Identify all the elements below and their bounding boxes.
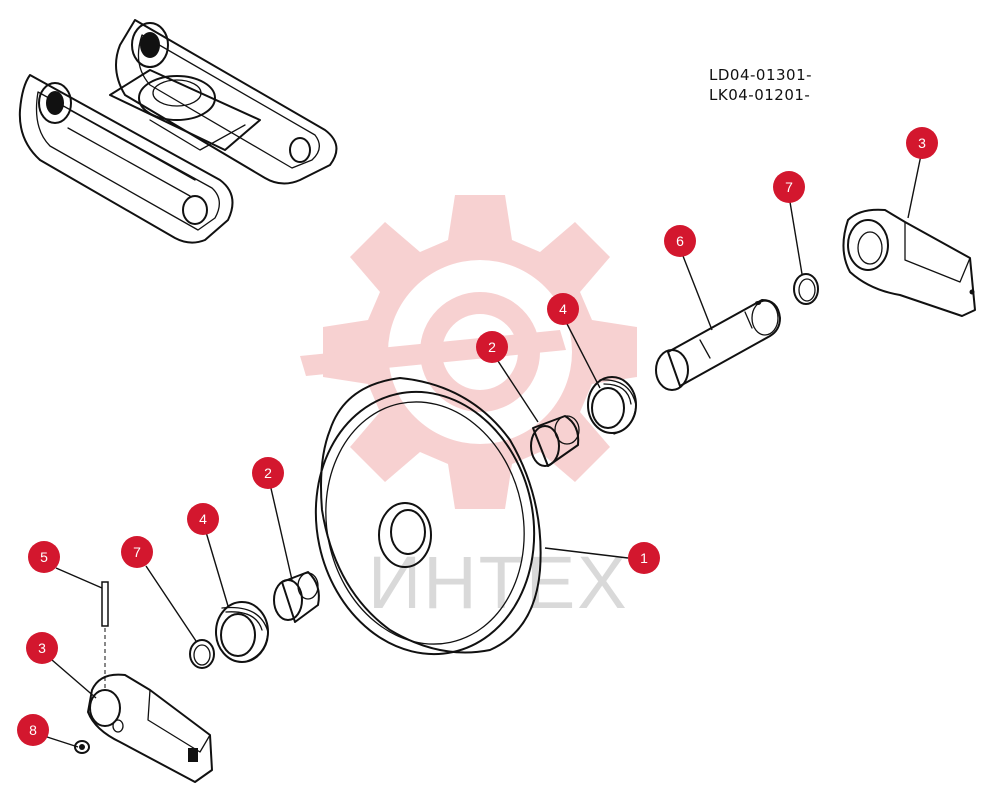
callout-number: 3	[38, 640, 46, 656]
callout-7-lower: 7	[121, 536, 153, 568]
callout-4-lower: 4	[187, 503, 219, 535]
callout-2-upper: 2	[476, 331, 508, 363]
seal-upper-drawing	[587, 376, 637, 435]
model-code-line-2: LK04-01201-	[709, 86, 811, 104]
callout-number: 2	[488, 339, 496, 355]
shaft-drawing	[655, 299, 781, 391]
callout-8: 8	[17, 714, 49, 746]
callout-number: 4	[559, 301, 567, 317]
pin-drawing	[101, 581, 109, 690]
bracket-right-drawing	[842, 208, 976, 317]
seal-lower-drawing	[215, 601, 269, 663]
undercarriage-locator-drawing	[18, 19, 338, 244]
callout-number: 1	[640, 550, 648, 566]
callout-3-upper: 3	[906, 127, 938, 159]
model-code-line-1: LD04-01301-	[709, 66, 813, 84]
callout-3-lower: 3	[26, 632, 58, 664]
callout-number: 3	[918, 135, 926, 151]
callout-number: 6	[676, 233, 684, 249]
bracket-left-drawing	[87, 673, 213, 783]
bushing-upper-drawing	[530, 415, 580, 467]
bushing-lower-drawing	[273, 571, 320, 623]
callout-number: 8	[29, 722, 37, 738]
callout-7-upper: 7	[773, 171, 805, 203]
callout-5: 5	[28, 541, 60, 573]
callout-number: 7	[785, 179, 793, 195]
grease-nipple-drawing	[74, 740, 90, 754]
callout-4-upper: 4	[547, 293, 579, 325]
callout-number: 7	[133, 544, 141, 560]
snap-ring-lower-drawing	[189, 639, 215, 669]
callout-number: 5	[40, 549, 48, 565]
callout-number: 2	[264, 465, 272, 481]
leader-lines	[43, 154, 922, 748]
callout-1: 1	[628, 542, 660, 574]
model-code-label: LD04-01301- LK04-01201-	[709, 65, 812, 105]
watermark-gear-icon	[300, 195, 637, 509]
watermark-text: ИНТЕХ	[368, 541, 629, 624]
snap-ring-upper-drawing	[793, 273, 819, 305]
callout-2-lower: 2	[252, 457, 284, 489]
callout-number: 4	[199, 511, 207, 527]
callout-6: 6	[664, 225, 696, 257]
idler-wheel-drawing	[314, 377, 542, 656]
